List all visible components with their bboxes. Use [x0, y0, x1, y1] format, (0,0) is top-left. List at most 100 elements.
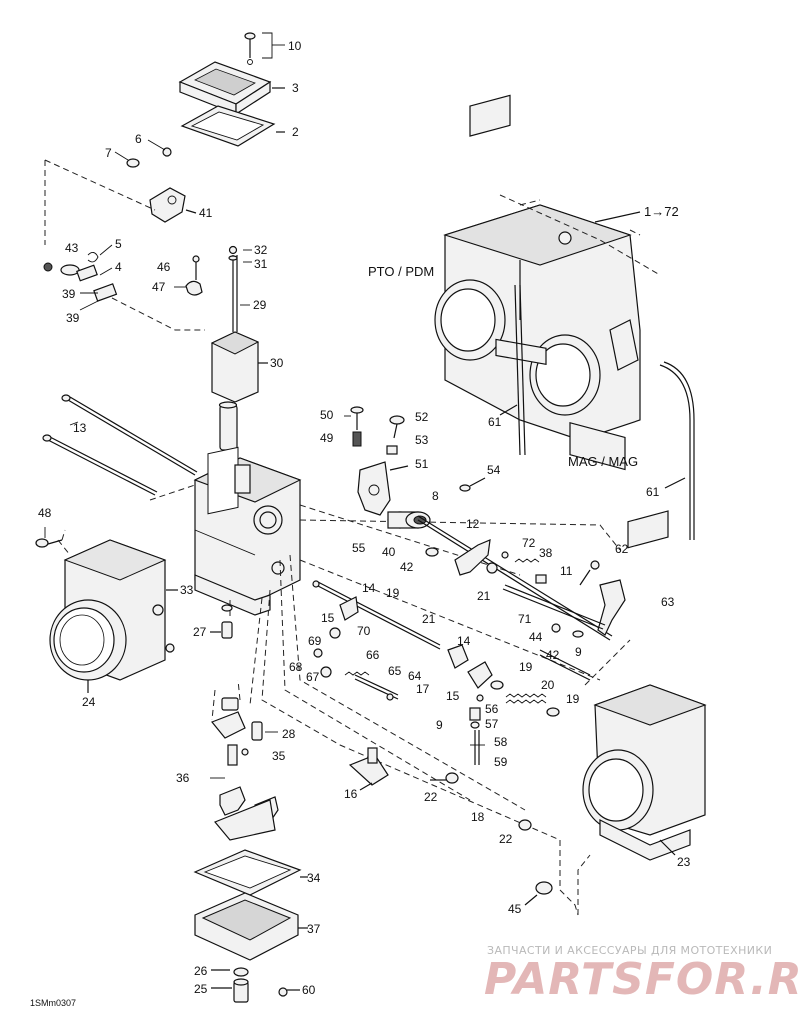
- callout-16: 16: [344, 787, 358, 801]
- screw-48-part: [35, 527, 71, 556]
- callout-9a: 9: [575, 645, 582, 659]
- callout-31: 31: [254, 257, 268, 271]
- callout-58: 58: [494, 735, 508, 749]
- callout-52: 52: [415, 410, 429, 424]
- drain-plug-part: [211, 967, 249, 1003]
- assembly-dash-line: [499, 194, 661, 276]
- linkage-dash-line: [44, 159, 156, 245]
- throttle-bracket-part: [357, 461, 409, 516]
- callout-71: 71: [518, 612, 532, 626]
- callout-37: 37: [307, 922, 321, 936]
- spring-20-part: [505, 693, 560, 717]
- callout-59: 59: [494, 755, 508, 769]
- callout-20: 20: [541, 678, 555, 692]
- callout-41: 41: [199, 206, 213, 220]
- callout-30: 30: [270, 356, 284, 370]
- throttle-shaft-12-part: [417, 515, 613, 641]
- cover-bracket-line: [262, 32, 285, 59]
- fitting-27-part: [210, 604, 233, 639]
- callout-25: 25: [194, 982, 208, 996]
- watermark-tagline: ЗАПЧАСТИ И АКСЕССУАРЫ ДЛЯ МОТОТЕХНИКИ: [487, 944, 772, 957]
- intake-bore-part: [49, 599, 127, 693]
- callout-13: 13: [73, 421, 87, 435]
- callout-15b: 15: [446, 689, 460, 703]
- float-bowl-part: [194, 892, 308, 961]
- callout-9b: 9: [436, 718, 443, 732]
- callout-56: 56: [485, 702, 499, 716]
- callout-36: 36: [176, 771, 190, 785]
- callout-11: 11: [560, 564, 573, 578]
- callout-14a: 14: [362, 581, 376, 595]
- callout-24: 24: [82, 695, 96, 709]
- callout-8: 8: [432, 489, 439, 503]
- idle-screw-62-part: [579, 560, 626, 636]
- washer-44-part: [572, 630, 584, 638]
- callout-4: 4: [115, 260, 122, 274]
- callout-63: 63: [661, 595, 675, 609]
- callout-50: 50: [320, 408, 334, 422]
- right-carb-part: [582, 510, 707, 861]
- carb-body-part: [193, 446, 302, 616]
- choke-lever-17-part: [447, 644, 504, 702]
- callout-28: 28: [282, 727, 296, 741]
- top-cover-part: [178, 61, 285, 116]
- clamps-22-part: [430, 772, 532, 831]
- callout-22a: 22: [424, 790, 438, 804]
- washer-42-part: [425, 547, 439, 557]
- callout-47: 47: [152, 280, 166, 294]
- callout-72: 72: [522, 536, 536, 550]
- callout-5: 5: [115, 237, 122, 251]
- callout-62: 62: [615, 542, 629, 556]
- callout-35: 35: [272, 749, 286, 763]
- callout-19a: 19: [386, 586, 400, 600]
- cap-45-part: [524, 881, 553, 906]
- callout-45: 45: [508, 902, 522, 916]
- callout-32: 32: [254, 243, 268, 257]
- range-label: 1→72: [644, 204, 679, 219]
- callout-65: 65: [388, 664, 402, 678]
- callout-42a: 42: [400, 560, 414, 574]
- pto-label: PTO / PDM: [368, 264, 434, 279]
- callout-54: 54: [487, 463, 501, 477]
- link-rod-71-part: [502, 584, 606, 633]
- callout-61b: 61: [646, 485, 660, 499]
- callout-27: 27: [193, 625, 207, 639]
- callout-44: 44: [529, 630, 543, 644]
- cover-screw-part: [244, 32, 256, 65]
- callout-23: 23: [677, 855, 691, 869]
- tee-fitting-16-part: [348, 747, 389, 791]
- rod-9-part: [539, 649, 591, 681]
- callout-19b: 19: [519, 660, 533, 674]
- choke-rod-21-part: [312, 580, 441, 650]
- callout-15a: 15: [321, 611, 335, 625]
- right-carb-dash-line: [577, 639, 631, 915]
- bowl-gasket-part: [193, 849, 308, 896]
- jet-needle-part: [228, 245, 252, 332]
- callout-22b: 22: [499, 832, 513, 846]
- callout-39a: 39: [62, 287, 76, 301]
- callout-3: 3: [292, 81, 299, 95]
- callout-51: 51: [415, 457, 429, 471]
- mag-label: MAG / MAG: [568, 454, 638, 469]
- callout-67: 67: [306, 670, 320, 684]
- callout-46: 46: [157, 260, 171, 274]
- linkage-lever-part: [114, 139, 197, 223]
- screw-52-part: [386, 415, 405, 455]
- long-bolts-part: [42, 394, 198, 496]
- cover-gasket-part: [180, 105, 285, 147]
- callout-68: 68: [289, 660, 303, 674]
- adjust-screw-part: [469, 707, 485, 765]
- callout-38: 38: [539, 546, 553, 560]
- callout-33: 33: [180, 583, 194, 597]
- callout-70: 70: [357, 624, 371, 638]
- callout-48: 48: [38, 506, 52, 520]
- callout-66: 66: [366, 648, 380, 662]
- callout-17: 17: [416, 682, 430, 696]
- float-part: [214, 786, 279, 841]
- figure-code: 1SMm0307: [30, 998, 76, 1008]
- callout-53: 53: [415, 433, 429, 447]
- callout-29: 29: [253, 298, 267, 312]
- throttle-lever-21-part: [454, 539, 498, 576]
- callout-57: 57: [485, 717, 499, 731]
